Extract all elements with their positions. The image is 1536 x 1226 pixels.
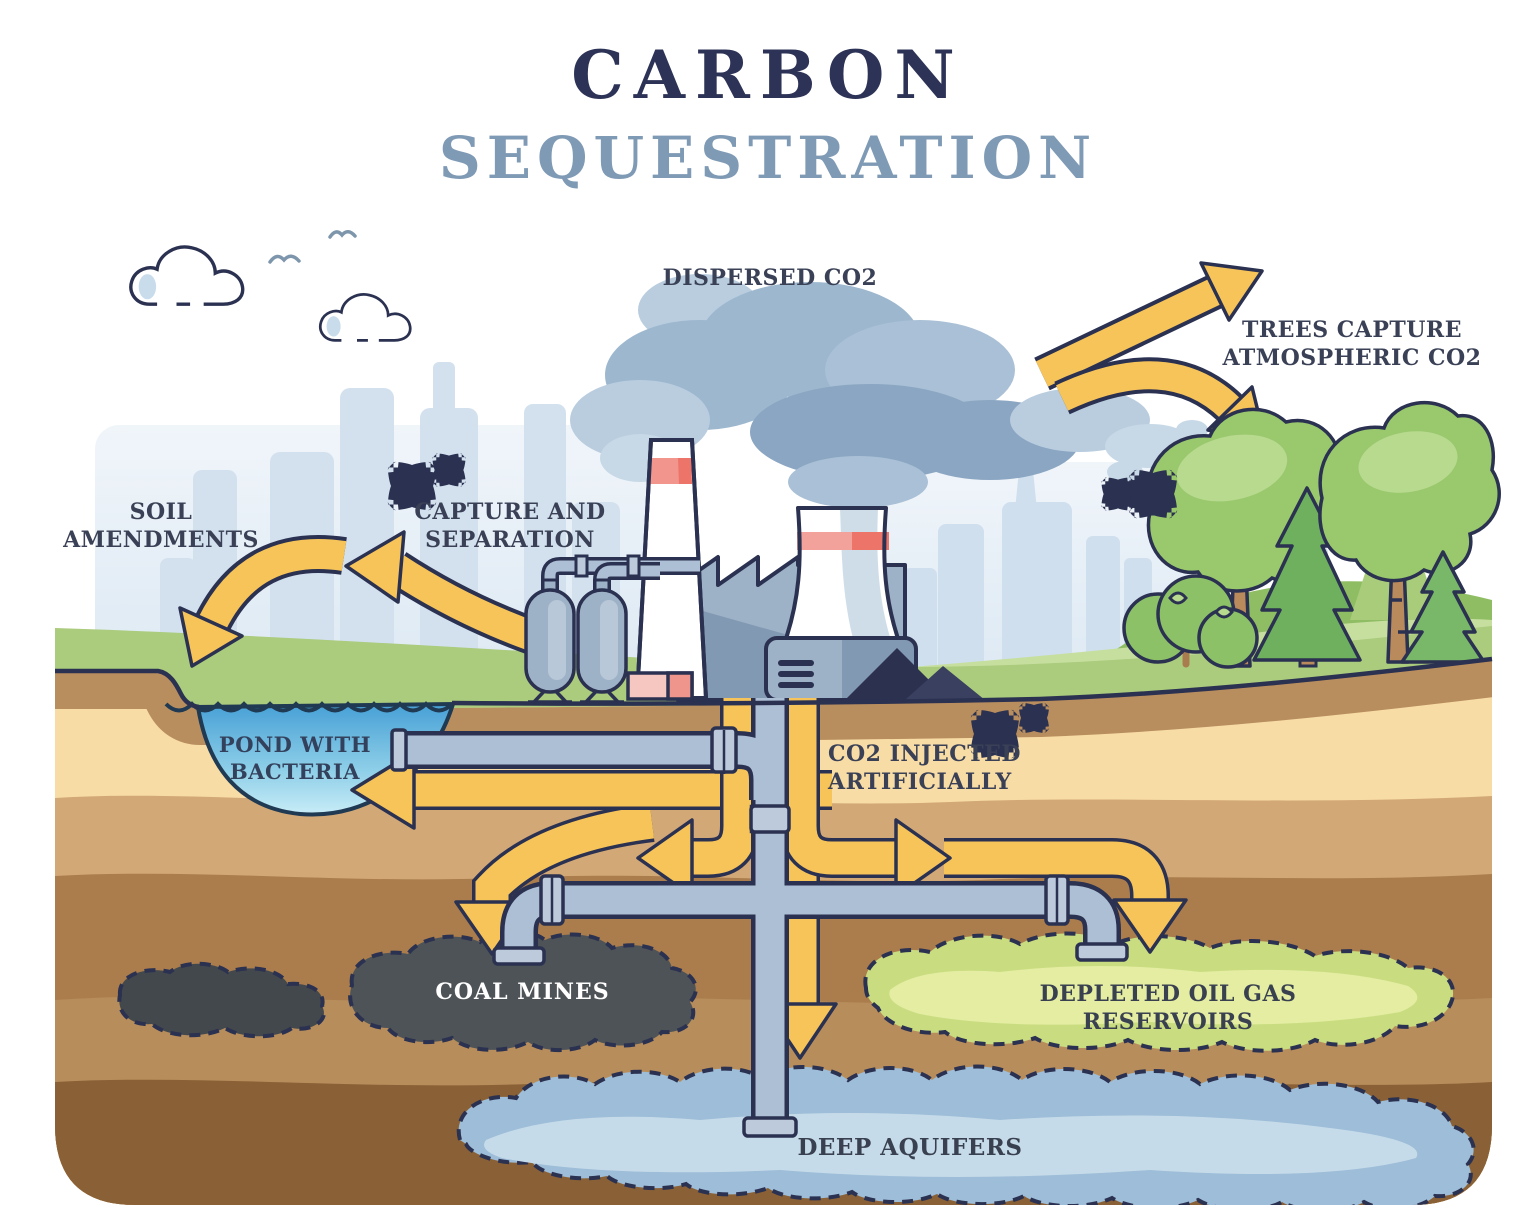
surface-line [55,656,1493,710]
coal-seam [348,929,698,1053]
label-coal-mines: COAL MINES [435,979,610,1005]
tree-icon [1318,401,1501,664]
arrowhead-to-reservoir [1112,898,1188,954]
flow-arrow-icon [344,530,539,654]
flow-arrow-icon [1034,261,1264,391]
page-subtitle: SEQUESTRATION [438,124,1098,192]
label-co2-injected: CO2 INJECTED ARTIFICIALLY [828,741,1021,795]
label-dispersed-co2: DISPERSED CO2 [662,265,878,291]
cooling-tower-icon [780,506,904,652]
label-trees-capture: TREES CAPTURE ATMOSPHERIC CO2 [1222,317,1482,371]
water-wave-line [164,701,454,713]
bush-icon [1122,574,1259,669]
power-plant [626,438,985,702]
bird-icon [268,230,357,264]
flow-arrow-icon [692,698,760,878]
coal-pile-icon [845,648,985,700]
flow-arrow-icon [178,534,347,668]
flow-arrow-icon [780,698,898,878]
label-capture-separation: CAPTURE AND SEPARATION [414,499,606,553]
arrowhead-left [636,818,694,898]
page-title: CARBON [571,36,965,114]
flow-arrow-icon [472,802,655,908]
label-depleted-reservoirs: DEPLETED OIL GAS RESERVOIRS [1039,981,1297,1035]
capture-tanks [524,554,700,704]
tank-icon [524,578,576,704]
soil-amendment-arrows [178,530,539,668]
flow-arrow-icon [944,838,1170,904]
injection-pipes [390,698,1129,1138]
label-deep-aquifers: DEEP AQUIFERS [797,1134,1023,1161]
coal-seam-small [117,961,326,1039]
tank-icon [576,578,628,704]
label-pond-with-bacteria: POND WITH BACTERIA [218,732,372,784]
forest [1122,401,1501,669]
pine-tree-icon [1252,486,1362,668]
label-soil-amendments: SOIL AMENDMENTS [63,499,259,553]
arrowhead-right [894,818,952,898]
